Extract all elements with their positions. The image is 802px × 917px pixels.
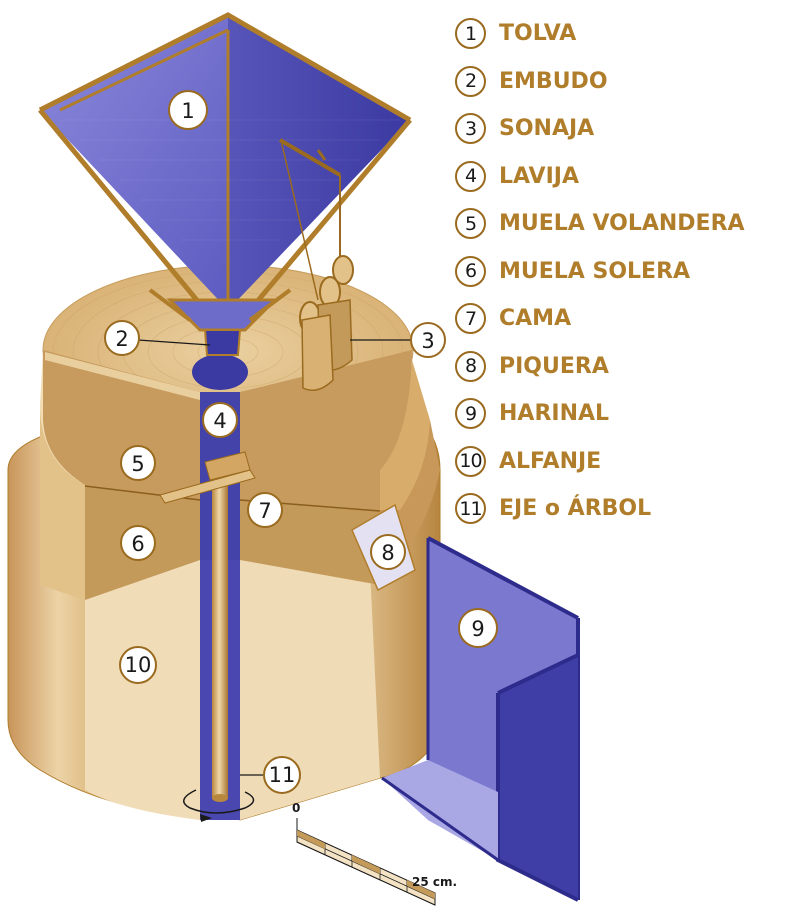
legend-number: 2 <box>455 65 486 97</box>
svg-text:7: 7 <box>258 499 271 523</box>
scale-bar: 0 25 cm. <box>292 801 457 906</box>
legend-number: 11 <box>455 493 486 525</box>
svg-text:9: 9 <box>471 617 484 641</box>
legend-item: 3 SONAJA <box>455 105 800 153</box>
legend-number: 4 <box>455 160 486 192</box>
legend-label: ALFANJE <box>499 448 602 474</box>
lavija-block <box>204 451 251 481</box>
svg-text:4: 4 <box>213 409 226 433</box>
legend-label: SONAJA <box>499 116 595 142</box>
callout-8: 8 <box>370 534 406 570</box>
rotation-arrow <box>183 789 255 814</box>
svg-text:10: 10 <box>125 653 152 677</box>
callout-4: 4 <box>202 402 238 438</box>
legend-item: 5 MUELA VOLANDERA <box>455 200 800 248</box>
svg-text:1: 1 <box>181 99 194 123</box>
legend-label: HARINAL <box>499 401 610 427</box>
legend-label: EMBUDO <box>499 68 608 94</box>
eye-of-stone <box>192 354 248 390</box>
legend-label: EJE o ÁRBOL <box>499 496 652 522</box>
callout-9: 9 <box>458 608 498 648</box>
rotation-arrowhead <box>200 814 212 822</box>
legend: 1 TOLVA 2 EMBUDO 3 SONAJA 4 LAVIJA 5 MUELA VO… <box>455 10 800 533</box>
svg-text:25 cm.: 25 cm. <box>412 875 457 889</box>
legend-number: 5 <box>455 208 486 240</box>
svg-text:6: 6 <box>131 532 144 556</box>
callout-10: 10 <box>119 646 157 684</box>
legend-item: 1 TOLVA <box>455 10 800 58</box>
callout-5: 5 <box>120 445 156 481</box>
svg-text:0: 0 <box>292 801 300 815</box>
legend-number: 7 <box>455 303 486 335</box>
legend-number: 3 <box>455 113 486 145</box>
legend-label: TOLVA <box>499 21 577 47</box>
legend-number: 10 <box>455 445 486 477</box>
callout-1: 1 <box>168 90 208 130</box>
legend-label: MUELA VOLANDERA <box>499 211 745 237</box>
callout-7: 7 <box>247 492 283 528</box>
tolva <box>38 12 412 312</box>
svg-text:5: 5 <box>131 452 144 476</box>
axle-end <box>212 794 228 802</box>
legend-number: 8 <box>455 350 486 382</box>
lavija-bar <box>159 469 256 504</box>
callout-11: 11 <box>263 756 301 794</box>
svg-text:8: 8 <box>381 541 394 565</box>
legend-item: 10 ALFANJE <box>455 438 800 486</box>
legend-label: PIQUERA <box>499 353 609 379</box>
legend-item: 6 MUELA SOLERA <box>455 248 800 296</box>
legend-number: 9 <box>455 398 486 430</box>
legend-item: 9 HARINAL <box>455 390 800 438</box>
callout-2: 2 <box>104 320 140 356</box>
legend-item: 8 PIQUERA <box>455 343 800 391</box>
legend-label: LAVIJA <box>499 163 579 189</box>
legend-item: 2 EMBUDO <box>455 58 800 106</box>
legend-number: 6 <box>455 255 486 287</box>
sonaja <box>278 138 354 391</box>
legend-item: 7 CAMA <box>455 295 800 343</box>
legend-label: MUELA SOLERA <box>499 258 691 284</box>
legend-number: 1 <box>455 18 486 50</box>
leader-lines <box>137 339 412 776</box>
svg-text:11: 11 <box>269 763 296 787</box>
legend-item: 11 EJE o ÁRBOL <box>455 485 800 533</box>
casing-cut-right <box>240 560 380 820</box>
callout-6: 6 <box>120 525 156 561</box>
svg-text:3: 3 <box>421 329 434 353</box>
legend-label: CAMA <box>499 306 572 332</box>
legend-item: 4 LAVIJA <box>455 153 800 201</box>
callouts: 1 2 3 4 5 6 7 8 9 10 11 <box>104 90 498 794</box>
axle <box>212 470 228 798</box>
svg-text:2: 2 <box>115 327 128 351</box>
embudo <box>148 288 292 356</box>
callout-3: 3 <box>410 322 446 358</box>
